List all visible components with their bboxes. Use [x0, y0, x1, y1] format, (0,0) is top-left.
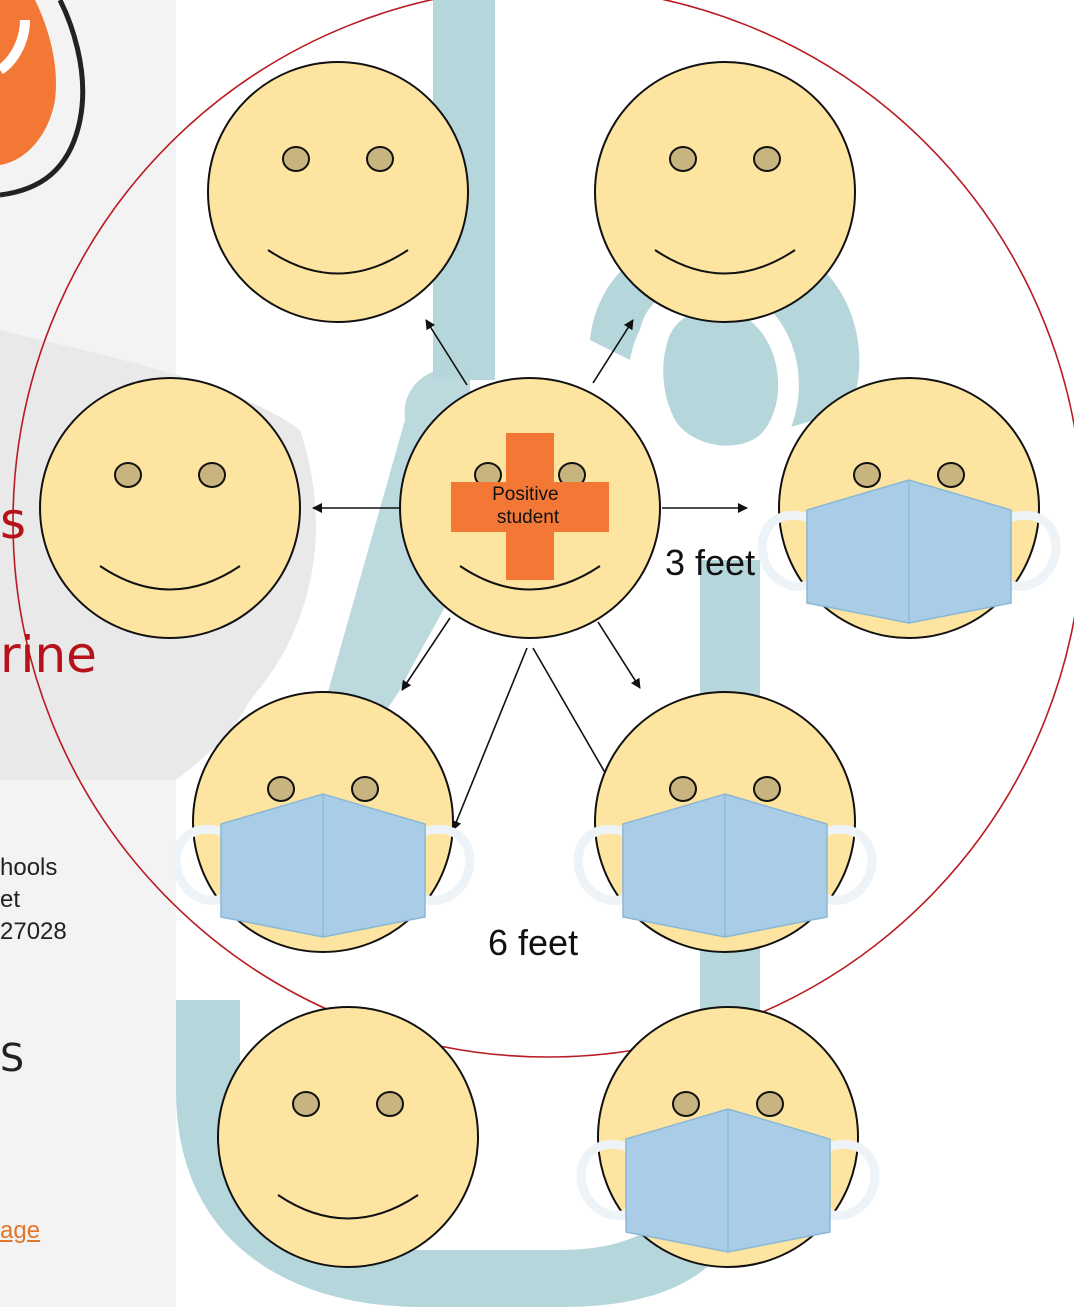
address-line-1: hools — [0, 852, 57, 884]
face-bottom-left — [218, 1007, 478, 1267]
distance-near-label: 3 feet — [665, 542, 755, 583]
eye-left — [670, 777, 696, 801]
face-lower-right — [578, 692, 872, 952]
eye-right — [754, 777, 780, 801]
eye-left — [670, 147, 696, 171]
heading-fragment: rine — [0, 626, 97, 684]
face-top-right — [595, 62, 855, 322]
eye-right — [757, 1092, 783, 1116]
eye-left — [283, 147, 309, 171]
eye-left — [115, 463, 141, 487]
eye-right — [352, 777, 378, 801]
eye-left — [293, 1092, 319, 1116]
eye-right — [377, 1092, 403, 1116]
heading-fragment-top: s — [0, 492, 26, 550]
face-circle — [40, 378, 300, 638]
logo — [0, 0, 83, 195]
eye-right — [938, 463, 964, 487]
eye-right — [199, 463, 225, 487]
eye-left — [854, 463, 880, 487]
eye-left — [268, 777, 294, 801]
face-circle — [218, 1007, 478, 1267]
page-link-fragment[interactable]: age — [0, 1217, 40, 1245]
distance-far-label: 6 feet — [488, 922, 578, 963]
address-line-3: 27028 — [0, 916, 67, 948]
face-circle — [595, 62, 855, 322]
arrow-to-lower-right — [598, 622, 640, 688]
center-label-line2: student — [497, 507, 560, 528]
face-top-left — [208, 62, 468, 322]
eye-right — [367, 147, 393, 171]
center-label-line1: Positive — [492, 484, 559, 505]
eye-right — [754, 147, 780, 171]
face-middle-left — [40, 378, 300, 638]
face-bottom-right — [581, 1007, 875, 1267]
arrow-to-bottom-left — [453, 648, 527, 830]
face-circle — [208, 62, 468, 322]
subheading-fragment: S — [0, 1036, 24, 1080]
address-line-2: et — [0, 884, 20, 916]
eye-left — [673, 1092, 699, 1116]
